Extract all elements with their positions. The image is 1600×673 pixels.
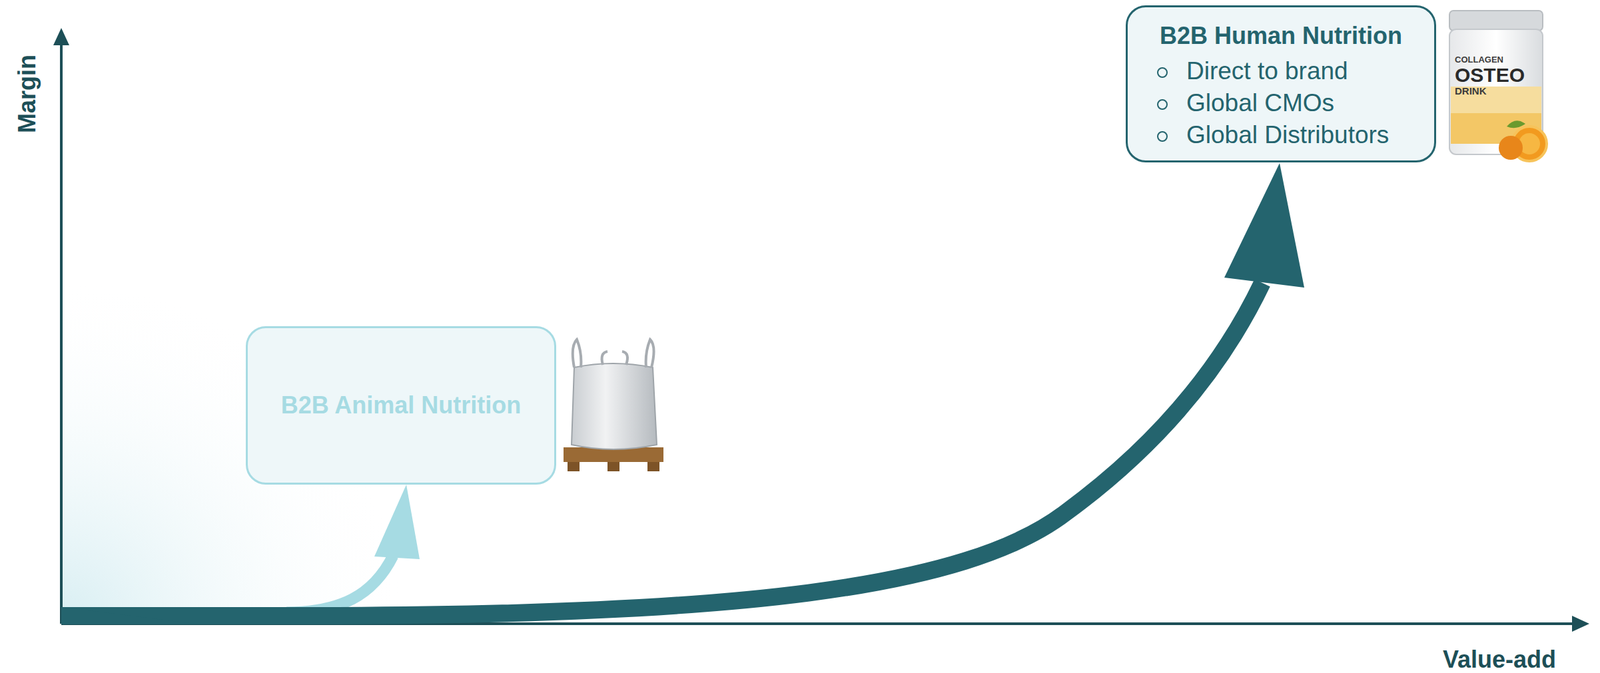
category-box: B2B Animal Nutrition: [245, 326, 557, 485]
arrow-base: [61, 607, 200, 625]
growth-arrow: [286, 556, 394, 613]
axis-label: Margin: [13, 54, 42, 134]
growth-arrow: [61, 283, 1263, 617]
growth-arrowhead: [374, 484, 420, 560]
y-axis: [59, 41, 63, 625]
axis-arrowhead: [53, 27, 70, 46]
product-label: DRINK: [1454, 85, 1487, 97]
box-heading: B2B Human Nutrition: [1141, 21, 1421, 50]
product-label: COLLAGEN: [1454, 54, 1504, 65]
bulk-bag-illustration: [563, 339, 664, 472]
box-heading: B2B Animal Nutrition: [281, 391, 522, 420]
category-box: B2B Human NutritionDirect to brandGlobal…: [1125, 5, 1437, 163]
growth-arrowhead: [1224, 163, 1305, 288]
bullet-item: Global CMOs: [1155, 87, 1421, 120]
product-label: OSTEO: [1454, 63, 1525, 87]
axis-label: Value-add: [1442, 646, 1557, 673]
bullet-item: Direct to brand: [1155, 55, 1421, 88]
bullet-item: Global Distributors: [1155, 119, 1421, 152]
axis-arrowhead: [1572, 616, 1590, 633]
product-jar-illustration: [1449, 10, 1547, 162]
